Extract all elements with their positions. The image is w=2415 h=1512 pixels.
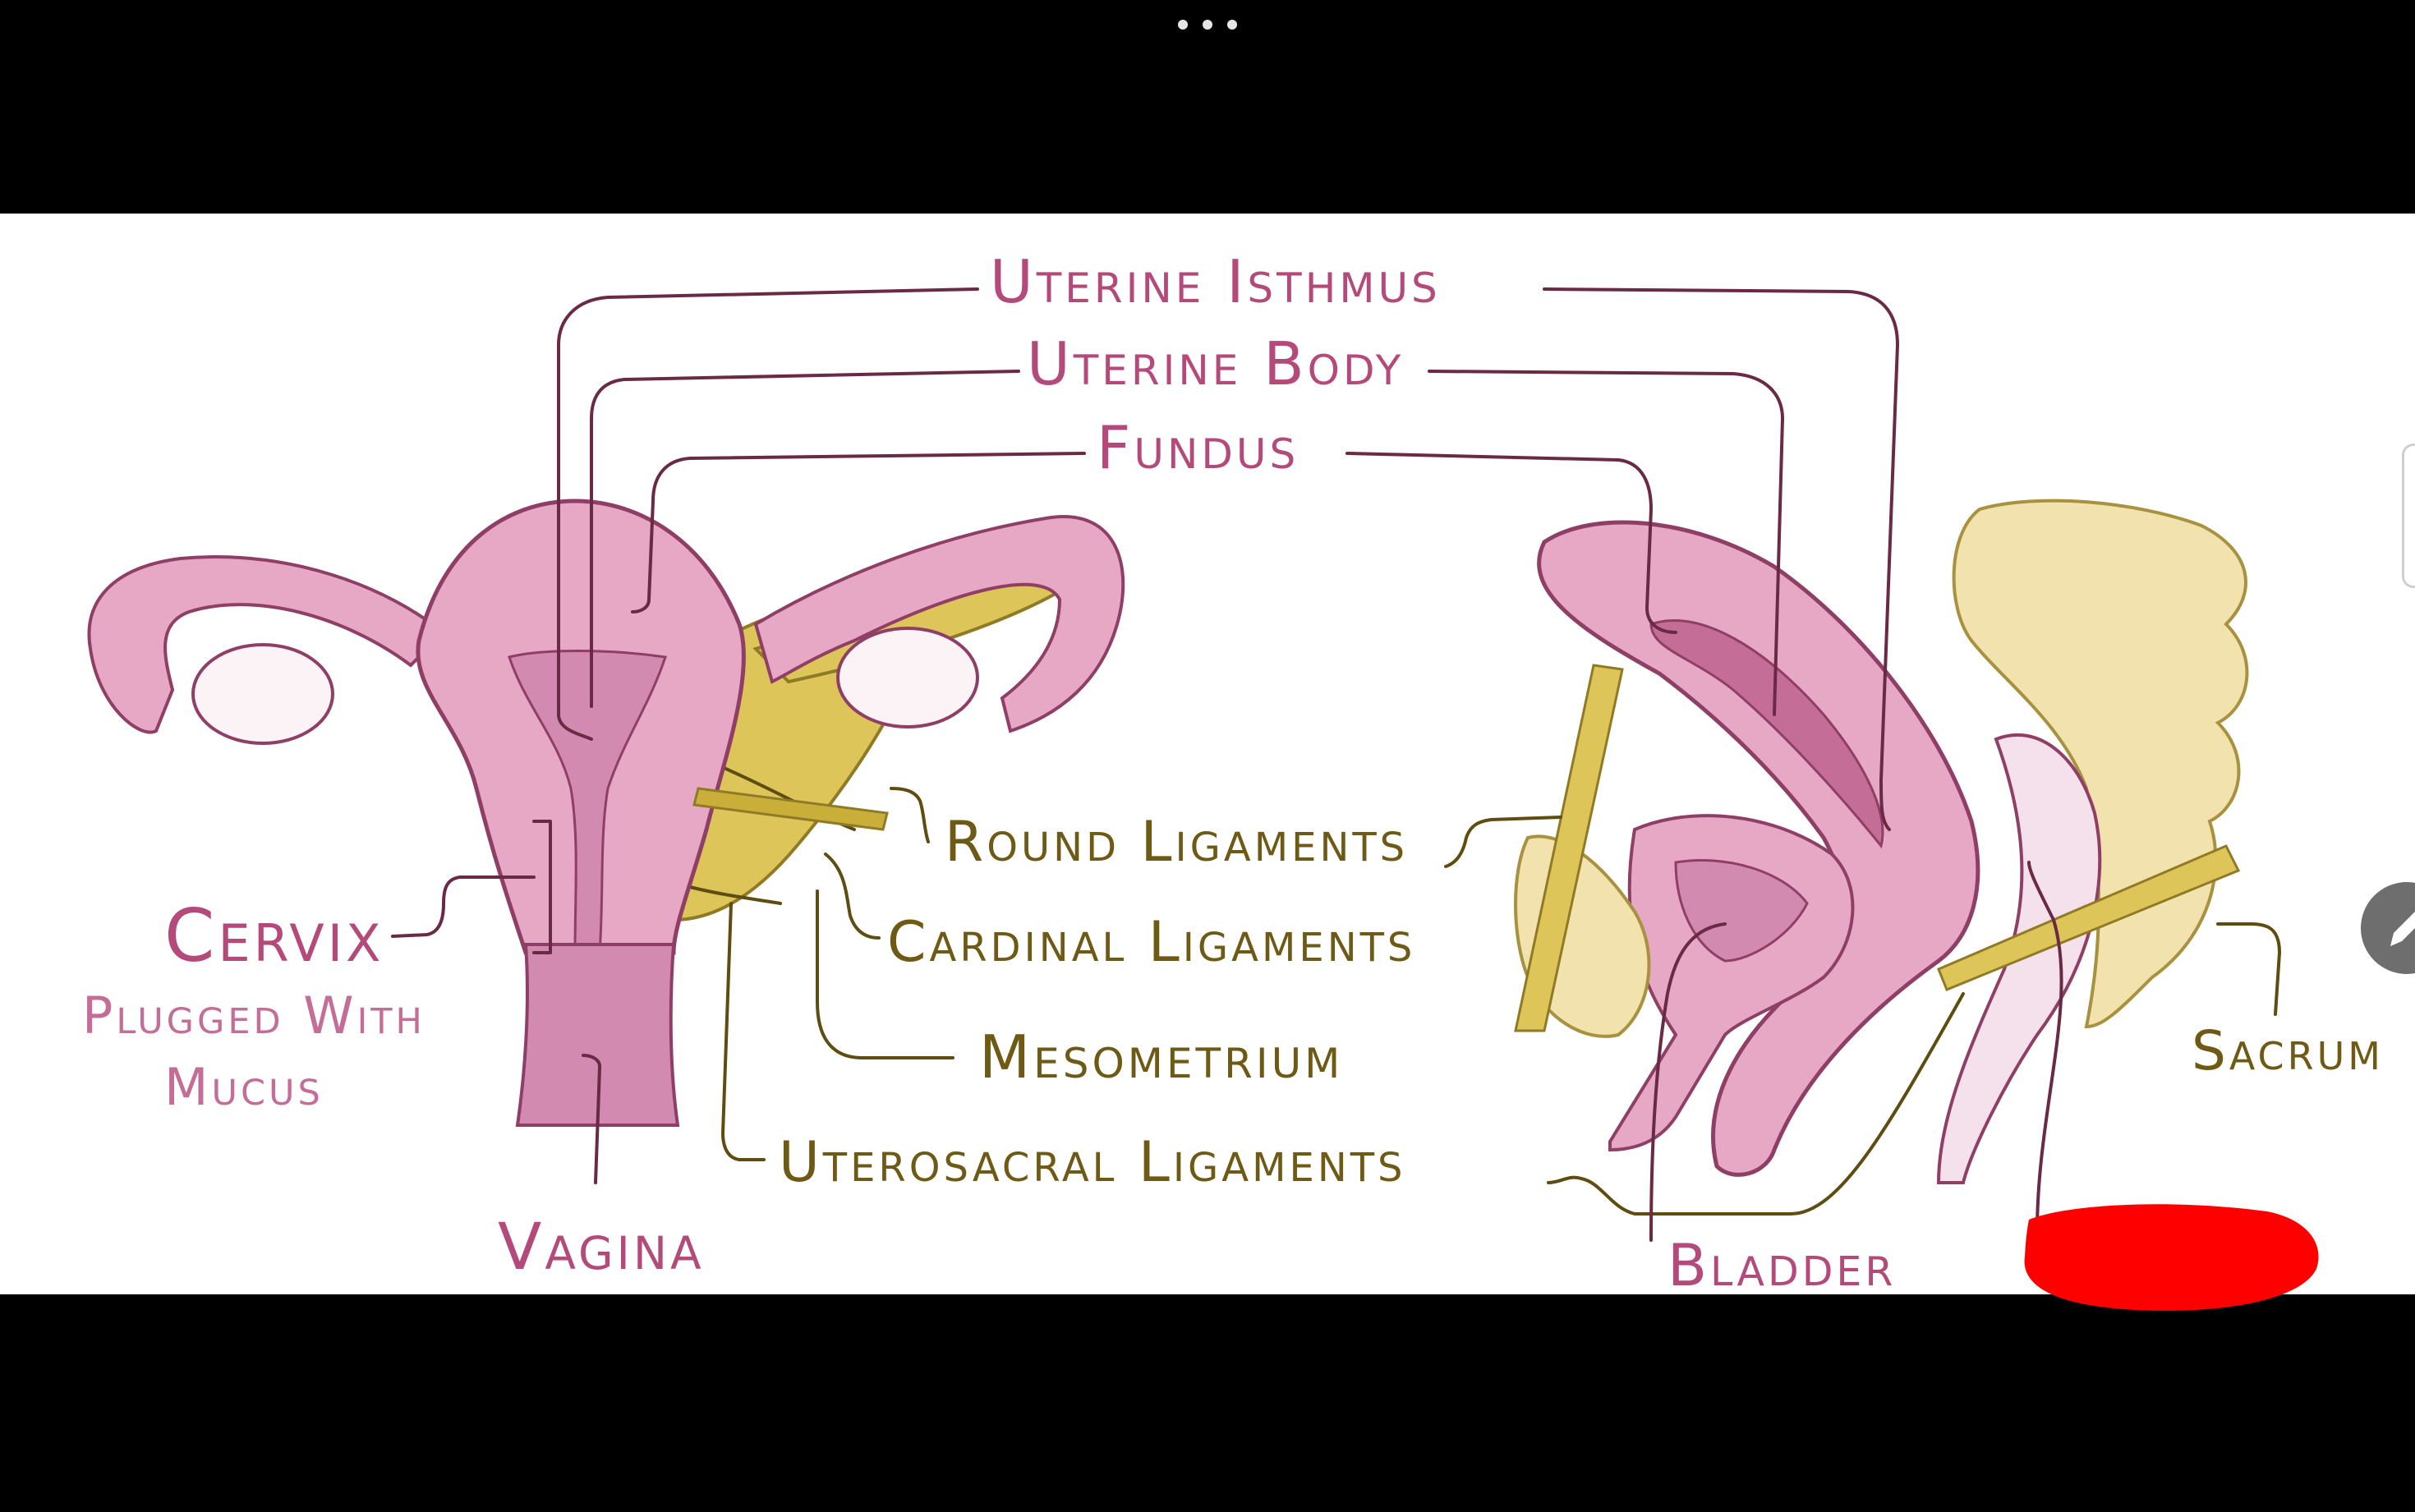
right-ovary [836, 627, 979, 728]
left-ovary [191, 643, 334, 745]
bladder-lumen [1674, 859, 1809, 963]
label-vagina: Vagina [498, 1211, 705, 1285]
label-sacrum: Sacrum [2192, 1019, 2384, 1082]
side-panel-tab[interactable] [2402, 443, 2415, 588]
label-cardinal-ligaments: Cardinal Ligaments [887, 910, 1415, 975]
sagittal-cavity [1649, 619, 1884, 849]
frontal-uterus-illustration [87, 499, 1125, 1127]
label-uterine-isthmus: Uterine Isthmus [990, 247, 1441, 316]
label-cervix-note-2: Mucus [164, 1057, 324, 1117]
label-bladder: Bladder [1668, 1232, 1896, 1299]
sagittal-pelvis-illustration [1514, 499, 2249, 1184]
label-uterosacral-ligaments: Uterosacral Ligaments [779, 1130, 1406, 1195]
uterosacral-band [688, 885, 782, 905]
label-uterine-body: Uterine Body [1027, 329, 1404, 398]
redaction-mark [2024, 1204, 2319, 1311]
edit-button[interactable] [2361, 882, 2415, 974]
sagittal-uterosacral-ligament [1937, 844, 2241, 991]
more-horizontal-icon[interactable] [1178, 15, 1237, 34]
endometrial-cavity [508, 650, 667, 954]
sagittal-uterus [1537, 520, 1980, 1177]
label-fundus: Fundus [1097, 413, 1299, 482]
label-cervix-note-1: Plugged With [82, 986, 426, 1046]
label-round-ligaments: Round Ligaments [945, 810, 1408, 875]
leader-lines [391, 287, 2281, 1242]
label-mesometrium: Mesometrium [979, 1023, 1343, 1091]
label-cervix: Cervix [164, 894, 384, 978]
round-ligament-strip [692, 787, 889, 831]
labels: Uterine Isthmus Uterine Body Fundus Cerv… [82, 247, 2384, 1299]
left-fallopian-tube [87, 555, 447, 734]
vagina-shape [515, 943, 680, 1127]
pencil-icon [2390, 912, 2415, 946]
right-fallopian-tube [753, 515, 1125, 733]
sagittal-round-ligament [1514, 664, 1624, 1032]
